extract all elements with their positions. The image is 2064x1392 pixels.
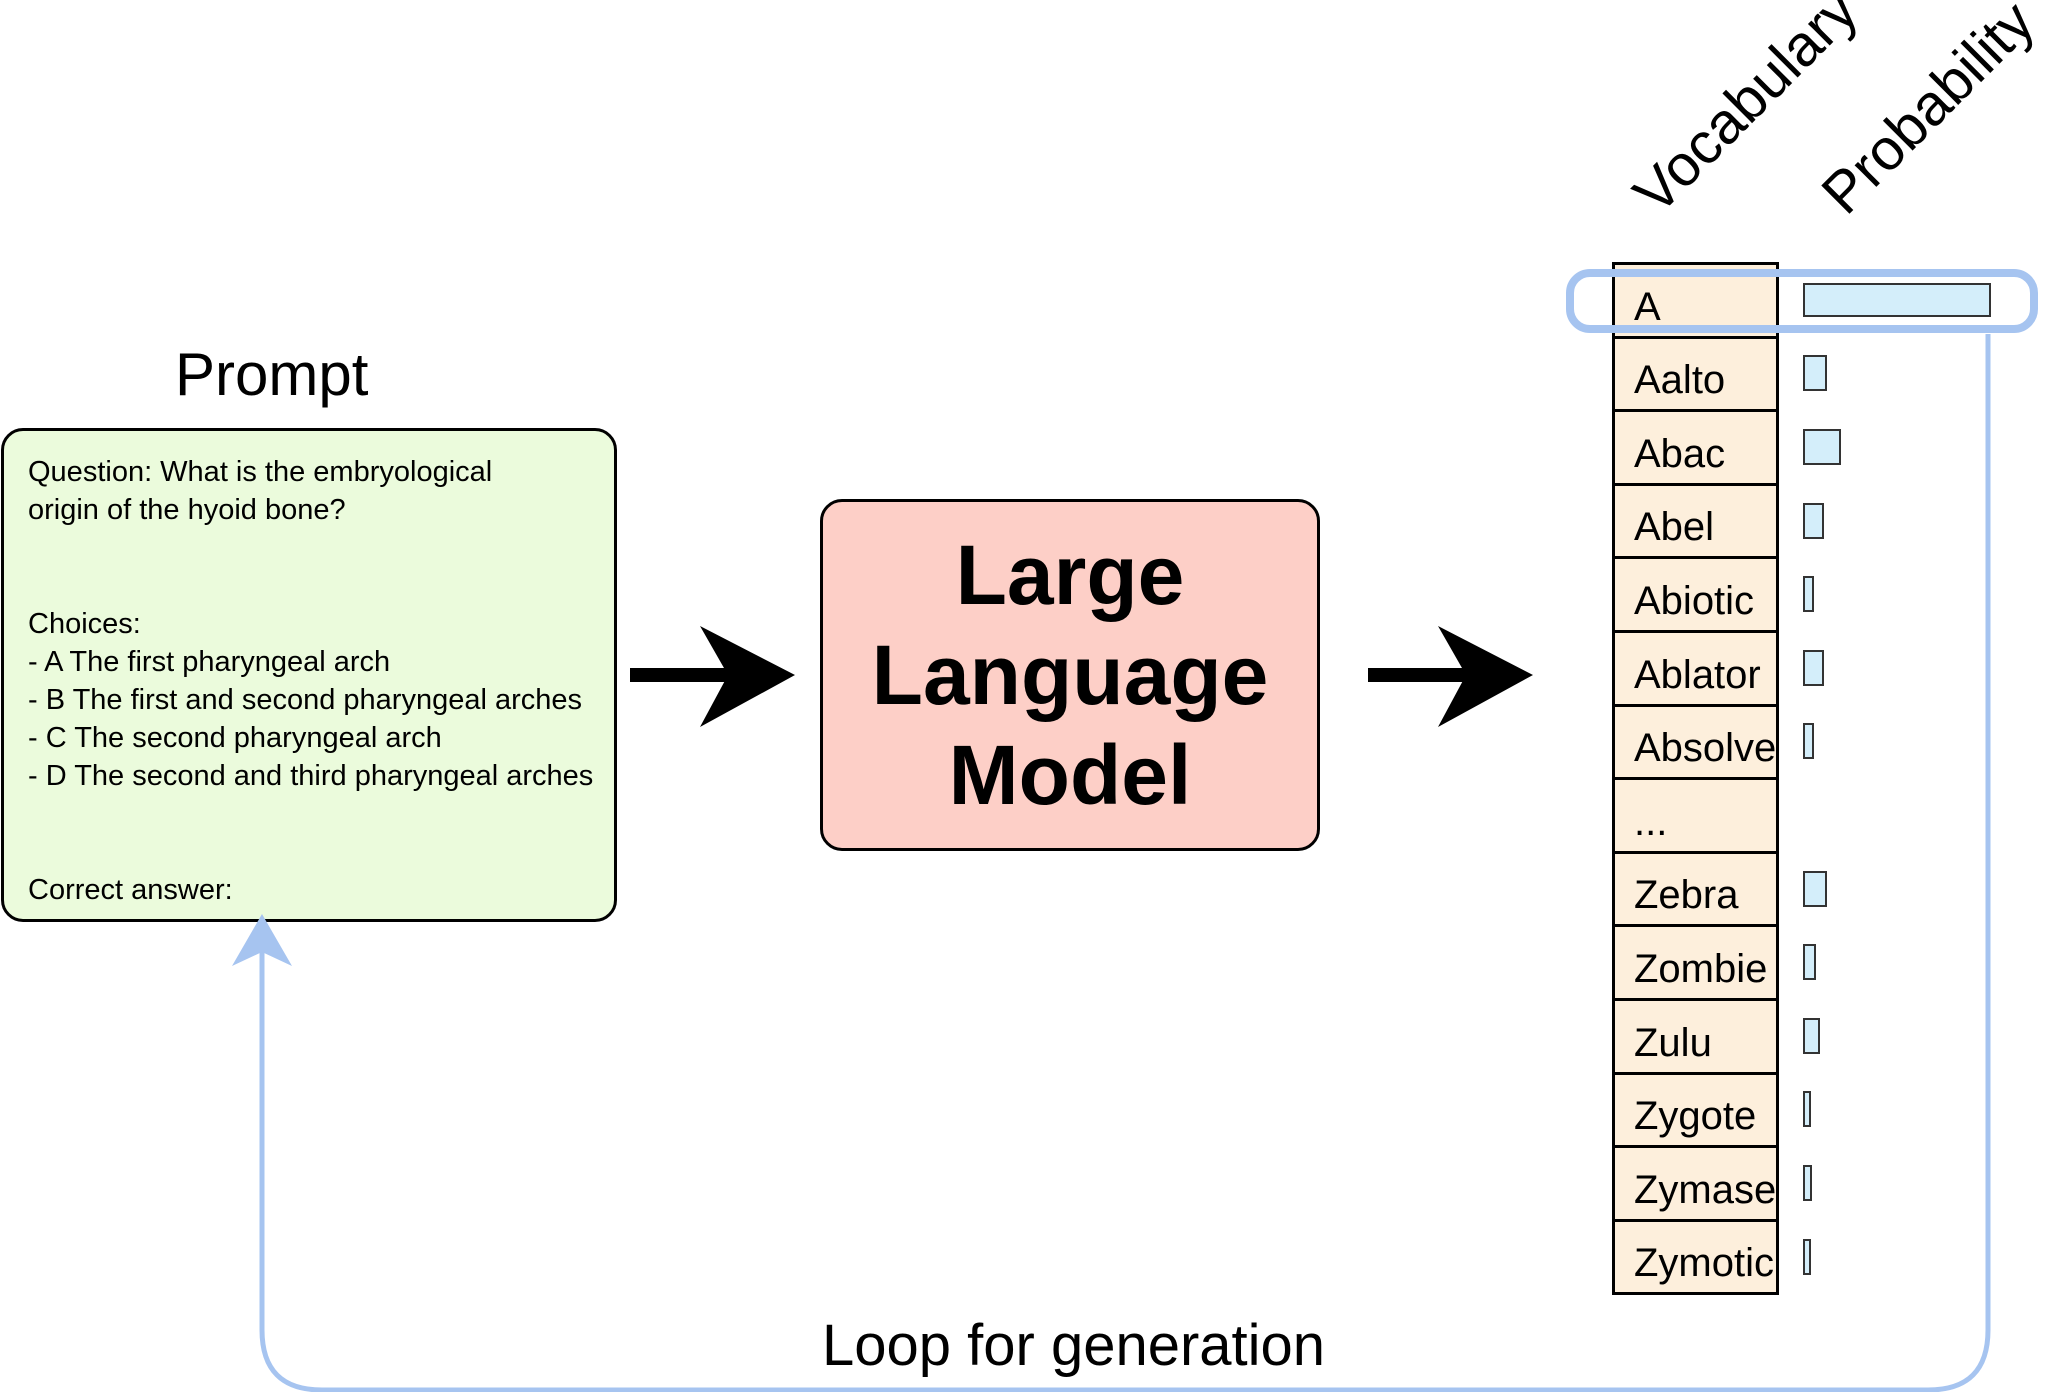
- probability-bar: [1803, 576, 1815, 613]
- prompt-line: [28, 529, 614, 567]
- vocabulary-token: Zymase: [1615, 1148, 1776, 1222]
- vocabulary-token: Aalto: [1615, 339, 1776, 413]
- vocabulary-token: Abac: [1615, 412, 1776, 486]
- model-label-line: Language: [871, 628, 1269, 722]
- vocabulary-token: Zulu: [1615, 1001, 1776, 1075]
- probability-bar: [1803, 1165, 1813, 1201]
- prompt-line: [28, 567, 614, 605]
- probability-bar: [1803, 502, 1824, 539]
- arrow-model-to-vocabulary: [1368, 626, 1533, 727]
- probability-bar: [1803, 944, 1817, 981]
- probability-bar: [1803, 1017, 1820, 1054]
- vocabulary-token: Zymotic: [1615, 1222, 1776, 1296]
- prompt-line: [28, 833, 614, 871]
- probability-bar: [1803, 1238, 1811, 1275]
- vocabulary-token: Absolve: [1615, 707, 1776, 781]
- vocabulary-token: ...: [1615, 780, 1776, 854]
- prompt-line: [28, 795, 614, 833]
- vocabulary-token: Zygote: [1615, 1075, 1776, 1149]
- prompt-line: Choices:: [28, 608, 141, 640]
- prompt-line: Correct answer:: [28, 874, 233, 906]
- model-label-line: Large: [955, 528, 1185, 622]
- prompt-line: origin of the hyoid bone?: [28, 494, 346, 526]
- arrow-prompt-to-model: [630, 626, 795, 727]
- probability-bar: [1803, 429, 1841, 465]
- vocabulary-token: Zebra: [1615, 854, 1776, 928]
- vocabulary-token: Ablator: [1615, 633, 1776, 707]
- probability-bar: [1803, 723, 1815, 760]
- prompt-line: - D The second and third pharyngeal arch…: [28, 760, 594, 792]
- selected-token-highlight: [1566, 269, 2038, 333]
- prompt-box: Question: What is the embryological origi…: [1, 428, 617, 922]
- prompt-line: Question: What is the embryological: [28, 456, 493, 488]
- probability-bar: [1803, 1091, 1811, 1128]
- vocabulary-token: Abiotic: [1615, 559, 1776, 633]
- vocabulary-token: A: [1615, 265, 1776, 339]
- probability-bar: [1803, 649, 1824, 686]
- vocabulary-token: Abel: [1615, 486, 1776, 560]
- vocabulary-token: Zombie: [1615, 927, 1776, 1001]
- model-label-line: Model: [948, 728, 1192, 822]
- prompt-line: - B The first and second pharyngeal arch…: [28, 684, 583, 716]
- prompt-line: - A The first pharyngeal arch: [28, 646, 391, 678]
- probability-bar: [1803, 282, 1991, 317]
- prompt-line: - C The second pharyngeal arch: [28, 722, 442, 754]
- probability-bar: [1803, 870, 1828, 907]
- probability-bar: [1803, 355, 1828, 392]
- loop-label: Loop for generation: [822, 1313, 1326, 1378]
- prompt-title: Prompt: [175, 341, 369, 408]
